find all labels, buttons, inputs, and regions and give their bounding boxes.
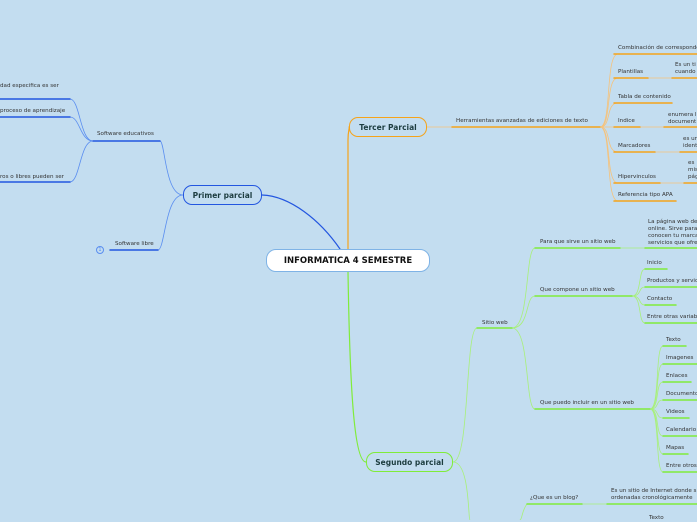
central-topic[interactable]: INFORMATICA 4 SEMESTRE: [266, 249, 430, 272]
segundo-subtopic[interactable]: conocen tu marca: [648, 233, 697, 239]
segundo-subtopic[interactable]: Para que sirve un sitio web: [540, 239, 616, 245]
segundo-subtopic[interactable]: Entre otros: [666, 463, 697, 469]
segundo-subtopic[interactable]: Sitio web: [482, 320, 508, 326]
tercer-subtopic[interactable]: es: [688, 160, 695, 166]
tercer-subtopic[interactable]: Tabla de contenido: [618, 94, 671, 100]
primer-subtopic[interactable]: dad especifica es ser: [0, 83, 59, 89]
tercer-subtopic[interactable]: Referencia tipo APA: [618, 192, 673, 198]
tercer-subtopic[interactable]: Marcadores: [618, 143, 651, 149]
segundo-subtopic[interactable]: Videos: [666, 409, 685, 415]
segundo-subtopic[interactable]: Calendario: [666, 427, 697, 433]
segundo-subtopic[interactable]: La página web de: [648, 219, 697, 225]
segundo-subtopic[interactable]: Que puedo incluir en un sitio web: [540, 400, 634, 406]
tercer-subtopic[interactable]: enumera l: [668, 112, 697, 118]
tercer-subtopic[interactable]: ident: [683, 143, 697, 149]
segundo-subtopic[interactable]: ordenadas cronológicamente: [611, 495, 693, 501]
tercer-subtopic[interactable]: mis: [688, 167, 697, 173]
tercer-subtopic[interactable]: cuando: [675, 69, 696, 75]
segundo-subtopic[interactable]: Texto: [649, 515, 664, 521]
primer-subtopic[interactable]: proceso de aprendizaje: [0, 108, 66, 114]
segundo-subtopic[interactable]: online. Sirve para: [648, 226, 697, 232]
tercer-subtopic[interactable]: document: [668, 119, 697, 125]
segundo-subtopic[interactable]: Entre otras variab: [647, 314, 697, 320]
tercer-subtopic[interactable]: Es un ti: [675, 62, 696, 68]
segundo-subtopic[interactable]: Documento: [666, 391, 697, 397]
segundo-subtopic[interactable]: Contacto: [647, 296, 673, 302]
segundo-subtopic[interactable]: Texto: [666, 337, 681, 343]
primer-subtopic[interactable]: ros o libres pueden ser: [0, 174, 64, 180]
topic-tercer-parcial[interactable]: Tercer Parcial: [349, 117, 427, 137]
segundo-subtopic[interactable]: servicios que ofre: [648, 240, 697, 246]
tercer-subtopic[interactable]: Indice: [618, 118, 635, 124]
tercer-subtopic[interactable]: es un: [683, 136, 697, 142]
tercer-subtopic[interactable]: Herramientas avanzadas de ediciones de t…: [456, 118, 588, 124]
segundo-subtopic[interactable]: Inicio: [647, 260, 662, 266]
collapsed-count-badge[interactable]: 1: [96, 246, 104, 254]
segundo-subtopic[interactable]: Imagenes: [666, 355, 694, 361]
tercer-subtopic[interactable]: Plantillas: [618, 69, 644, 75]
segundo-subtopic[interactable]: Es un sitio de Internet donde s: [611, 488, 697, 494]
primer-subtopic[interactable]: Software libre: [115, 241, 154, 247]
segundo-subtopic[interactable]: Mapas: [666, 445, 685, 451]
segundo-subtopic[interactable]: ¿Que es un blog?: [530, 495, 579, 501]
tercer-subtopic[interactable]: Hipervinculos: [618, 174, 656, 180]
tercer-subtopic[interactable]: Combinación de corresponde: [618, 45, 697, 51]
segundo-subtopic[interactable]: Enlaces: [666, 373, 688, 379]
tercer-subtopic[interactable]: pág: [688, 174, 697, 180]
primer-subtopic[interactable]: Software educativos: [97, 131, 154, 137]
topic-segundo-parcial[interactable]: Segundo parcial: [366, 452, 453, 472]
segundo-subtopic[interactable]: Productos y servic: [647, 278, 697, 284]
segundo-subtopic[interactable]: Que compone un sitio web: [540, 287, 615, 293]
topic-primer-parcial[interactable]: Primer parcial: [183, 185, 262, 205]
